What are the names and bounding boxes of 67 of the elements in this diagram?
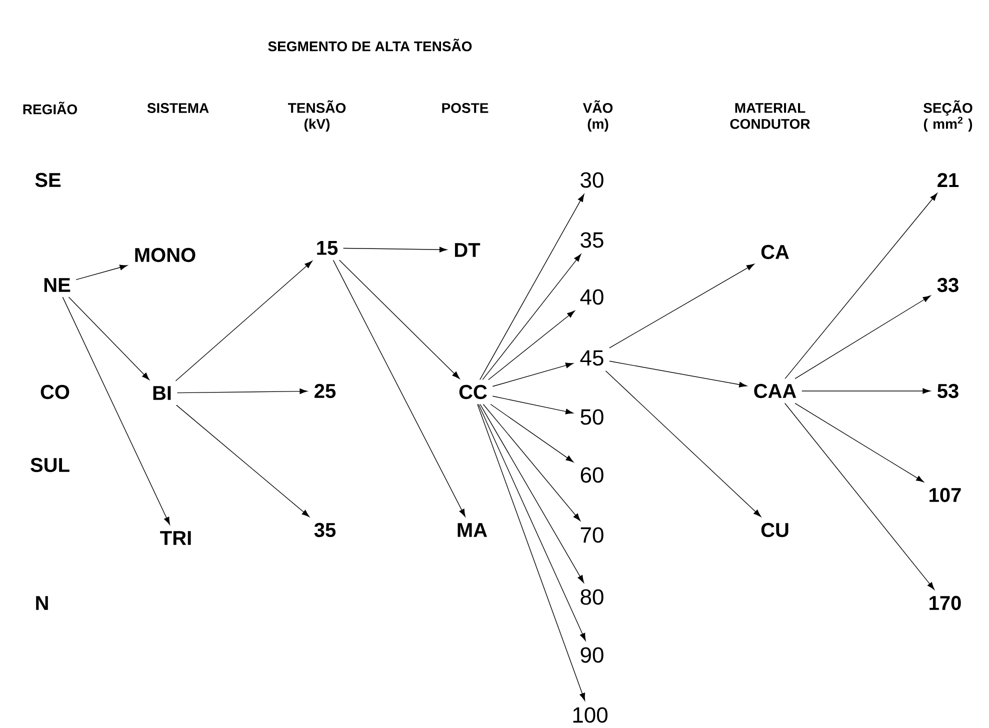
arrow xyxy=(62,296,170,525)
value-text: N xyxy=(36,596,48,610)
column-heading: TENSÃO (kV) xyxy=(288,100,346,132)
value-text: 40 xyxy=(580,289,604,305)
value-text: 170 xyxy=(930,596,961,610)
arrow xyxy=(784,402,934,590)
value-text: 35 xyxy=(314,522,336,538)
arrow xyxy=(480,404,584,583)
value-text: MA xyxy=(458,523,488,537)
arrow xyxy=(794,295,931,380)
arrow xyxy=(492,362,574,387)
arrow xyxy=(176,388,308,394)
arrow xyxy=(488,310,575,380)
arrow xyxy=(338,260,460,379)
arrow xyxy=(342,246,448,252)
value-text: 70 xyxy=(580,527,604,543)
column-heading: REGIÃO xyxy=(23,102,78,114)
value-text: 100 xyxy=(573,707,608,723)
arrow xyxy=(482,404,581,522)
arrow xyxy=(784,193,938,380)
arrow xyxy=(68,296,150,380)
value-text: 53 xyxy=(938,384,958,398)
value-text: 21 xyxy=(938,173,959,187)
value-text: CAA xyxy=(754,384,796,398)
column-heading: SISTEMA xyxy=(147,103,209,113)
arrow xyxy=(478,404,586,641)
arrow xyxy=(175,260,312,382)
arrow xyxy=(482,254,582,380)
arrow xyxy=(605,370,762,517)
value-text: BI xyxy=(153,386,171,400)
value-text: TRI xyxy=(160,531,191,545)
value-text: 35 xyxy=(580,232,604,248)
arrow xyxy=(609,264,754,348)
value-text: CO xyxy=(40,384,70,400)
arrow xyxy=(802,388,930,394)
value-text: 107 xyxy=(930,488,961,502)
arrow xyxy=(609,360,747,388)
column-heading: SEÇÃO ( mm$^{2}$ ) xyxy=(924,100,972,132)
title: SEGMENTO DE ALTA TENSÃO xyxy=(268,38,472,52)
arrow xyxy=(176,404,310,517)
value-text: DT xyxy=(455,243,480,257)
arrow xyxy=(332,260,466,517)
value-text: MONO xyxy=(135,248,196,262)
value-text: 60 xyxy=(580,467,604,483)
value-text: 33 xyxy=(937,278,958,292)
value-text: CU xyxy=(761,522,788,538)
value-text: 30 xyxy=(580,172,604,188)
column-heading: MATERIAL CONDUTOR xyxy=(730,103,810,129)
arrow xyxy=(480,194,584,380)
arrow xyxy=(490,404,574,462)
arrow xyxy=(477,404,586,701)
value-text: CA xyxy=(761,244,789,260)
arrow xyxy=(492,396,574,414)
value-text: CC xyxy=(459,384,487,400)
column-heading: POSTE xyxy=(442,103,488,113)
column-heading: VÃO (m) xyxy=(582,100,613,132)
value-text: NE xyxy=(44,278,70,292)
value-text: 25 xyxy=(314,384,336,398)
value-text: 80 xyxy=(580,589,604,605)
value-text: 45 xyxy=(580,350,604,366)
value-text: 50 xyxy=(580,409,604,425)
value-text: 90 xyxy=(580,647,604,663)
value-text: 15 xyxy=(317,241,338,255)
value-text: SE xyxy=(35,172,61,188)
value-text: SUL xyxy=(30,458,70,472)
arrow xyxy=(76,264,128,280)
arrow xyxy=(794,402,924,482)
